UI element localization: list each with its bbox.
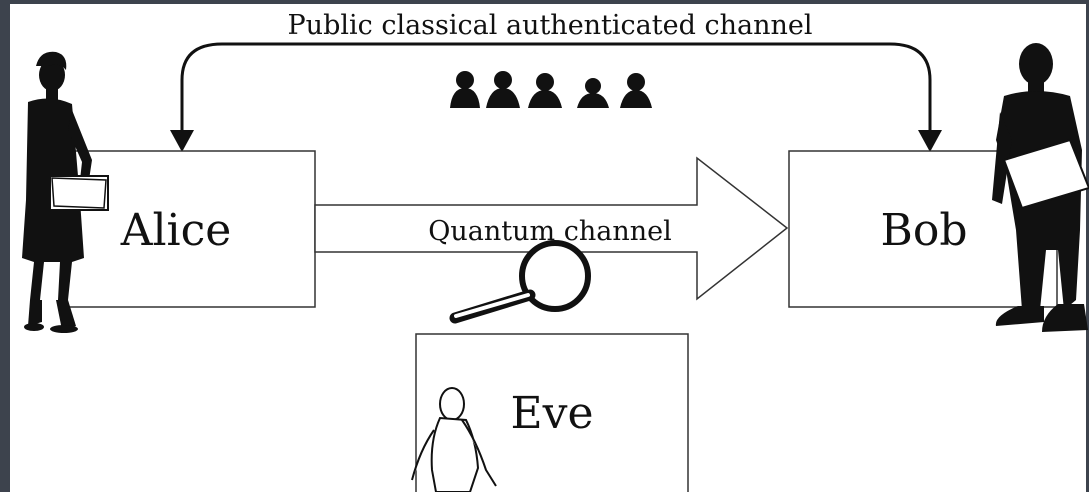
classical-channel-arrow bbox=[170, 42, 942, 152]
man-silhouette-icon bbox=[992, 43, 1089, 332]
eve-label: Eve bbox=[510, 388, 593, 439]
alice-label: Alice bbox=[120, 205, 232, 256]
audience-silhouette-icon bbox=[450, 71, 652, 108]
magnifying-glass-icon bbox=[449, 240, 591, 324]
eavesdropper-figure-icon bbox=[411, 387, 497, 492]
bob-label: Bob bbox=[881, 205, 968, 256]
woman-silhouette-icon bbox=[22, 51, 109, 333]
classical-channel-label: Public classical authenticated channel bbox=[288, 10, 813, 41]
quantum-channel-arrow bbox=[314, 156, 789, 301]
